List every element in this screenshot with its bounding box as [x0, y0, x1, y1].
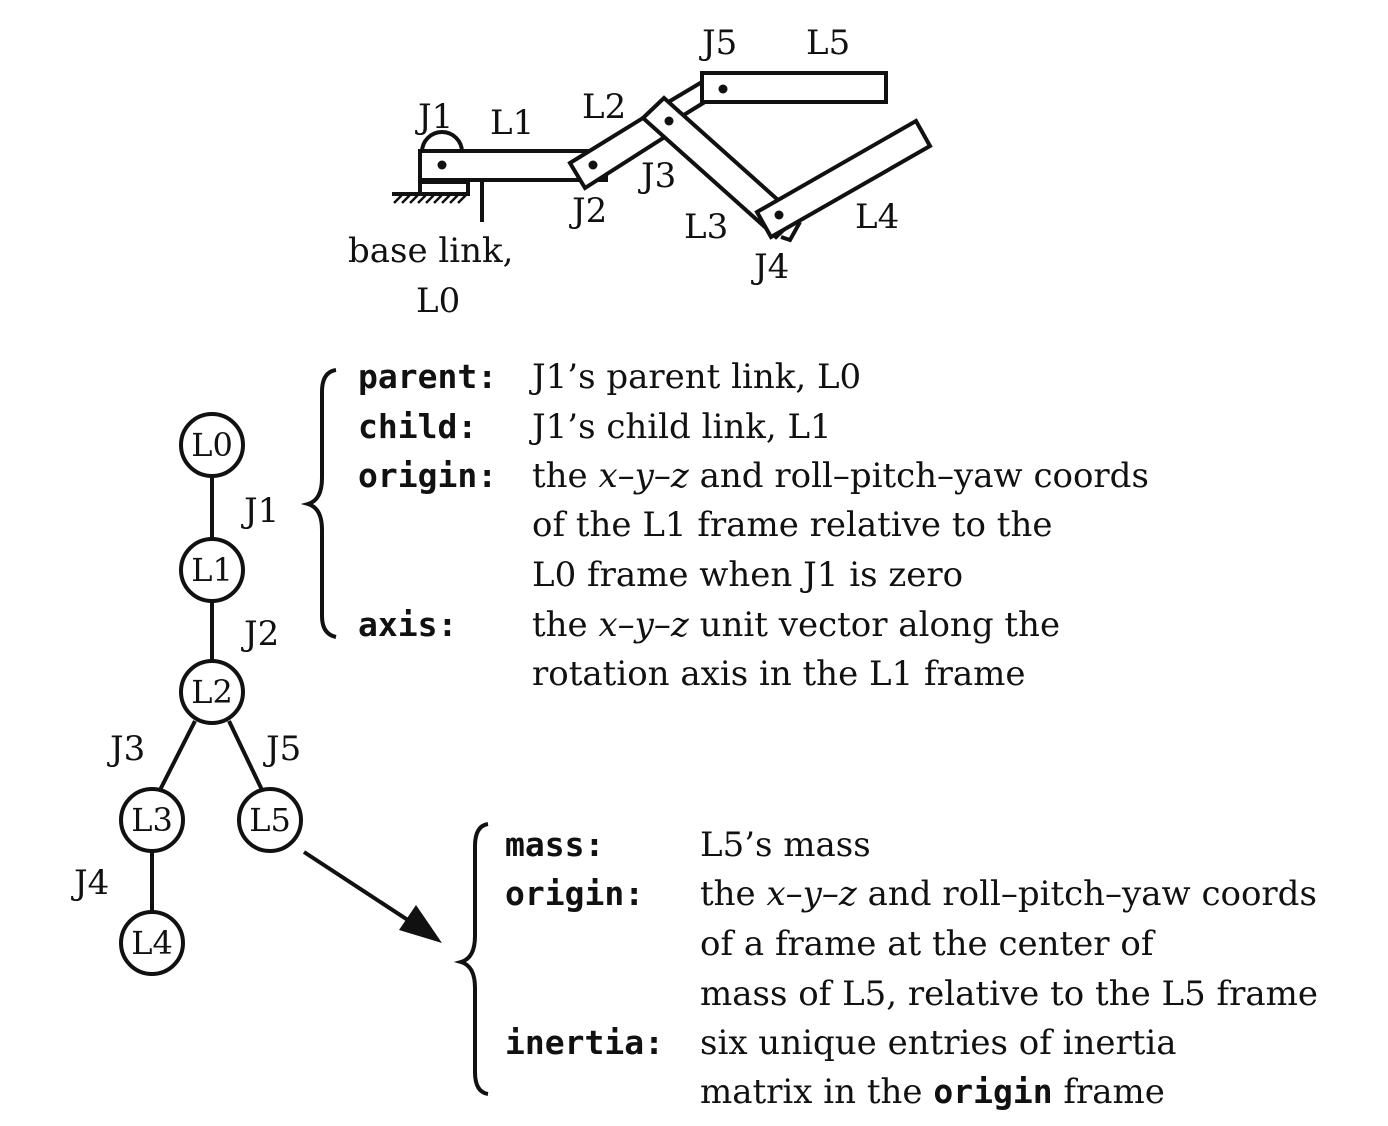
label-j3: J3 [638, 156, 676, 196]
joint-val-axis-line1: the x–y–z unit vector along the [532, 605, 1060, 645]
robot-sketch: J1 L1 L2 J2 J3 J5 L5 L3 L4 J4 base link,… [348, 23, 933, 321]
link-key-mass: mass: [505, 825, 604, 864]
joint-key-parent: parent: [358, 357, 497, 396]
tree-node-l3: L3 [119, 787, 185, 853]
joint-val-origin-line3: L0 frame when J1 is zero [532, 555, 963, 595]
tree-node-l2: L2 [179, 659, 245, 725]
tree-label-j1: J1 [241, 491, 279, 531]
tree-node-l5: L5 [237, 787, 303, 853]
ground-hatch [392, 192, 470, 204]
link-val-inertia-line1: six unique entries of inertia [700, 1023, 1177, 1063]
tree-node-l4: L4 [119, 910, 185, 976]
link-key-inertia: inertia: [505, 1023, 664, 1062]
j1-joint-arc [420, 130, 464, 153]
arrow-head [399, 905, 442, 943]
label-l5: L5 [806, 23, 850, 63]
j4-joint-mark [780, 221, 802, 243]
joint-val-origin-line2: of the L1 frame relative to the [532, 505, 1052, 545]
j1-pivot [437, 160, 447, 170]
joint-props-brace [300, 368, 337, 639]
kinematic-tree: L0 L1 L2 L3 L5 L4 J1 J2 J3 J5 J4 [71, 412, 442, 976]
label-base-l0: L0 [416, 281, 460, 321]
joint-val-child: J1’s child link, L1 [529, 407, 832, 447]
link-props-brace [453, 822, 489, 1096]
joint-key-child: child: [358, 407, 477, 446]
j3-pivot [664, 116, 674, 126]
j4-pivot [774, 210, 784, 220]
label-l4: L4 [855, 197, 899, 237]
label-j4: J4 [751, 247, 789, 287]
tree-label-j3: J3 [107, 729, 145, 769]
svg-text:L3: L3 [131, 801, 173, 839]
arrow-l5-to-props [302, 850, 422, 930]
link-val-mass: L5’s mass [700, 825, 871, 865]
svg-text:L1: L1 [191, 551, 233, 589]
svg-text:L5: L5 [249, 801, 291, 839]
joint-val-axis-line2: rotation axis in the L1 frame [532, 654, 1026, 694]
label-l2: L2 [582, 87, 626, 127]
link-l4-bar [754, 118, 933, 240]
link-val-origin-line3: mass of L5, relative to the L5 frame [700, 974, 1318, 1014]
tree-node-l0: L0 [179, 412, 245, 478]
j2-pivot [588, 160, 598, 170]
label-j2: J2 [569, 191, 607, 231]
joint-val-parent: J1’s parent link, L0 [529, 357, 861, 397]
label-j5: J5 [699, 23, 737, 63]
tree-label-j4: J4 [71, 863, 109, 903]
link-val-origin-line1: the x–y–z and roll–pitch–yaw coords [700, 874, 1317, 914]
tree-label-j2: J2 [241, 614, 279, 654]
link-val-inertia-line2: matrix in the origin frame [700, 1072, 1165, 1112]
link-val-origin-line2: of a frame at the center of [700, 924, 1156, 964]
svg-text:L0: L0 [191, 426, 233, 464]
svg-text:L2: L2 [191, 673, 233, 711]
tree-edge-j3 [158, 720, 197, 791]
j5-pivot [718, 84, 728, 94]
label-l1: L1 [490, 103, 534, 143]
tree-edge-j5 [227, 720, 264, 791]
joint-key-axis: axis: [358, 605, 457, 644]
tree-label-j5: J5 [263, 729, 301, 769]
label-j1: J1 [415, 97, 453, 137]
joint-key-origin: origin: [358, 456, 497, 495]
label-l3: L3 [684, 207, 728, 247]
link-properties: mass: L5’s mass origin: the x–y–z and ro… [505, 825, 1318, 1112]
tree-node-l1: L1 [179, 537, 245, 603]
label-base-link: base link, [348, 231, 513, 271]
joint-properties: parent: J1’s parent link, L0 child: J1’s… [358, 357, 1149, 694]
joint-val-origin-line1: the x–y–z and roll–pitch–yaw coords [532, 456, 1149, 496]
svg-text:L4: L4 [131, 924, 173, 962]
link-l5-bar [700, 71, 888, 104]
link-key-origin: origin: [505, 874, 644, 913]
